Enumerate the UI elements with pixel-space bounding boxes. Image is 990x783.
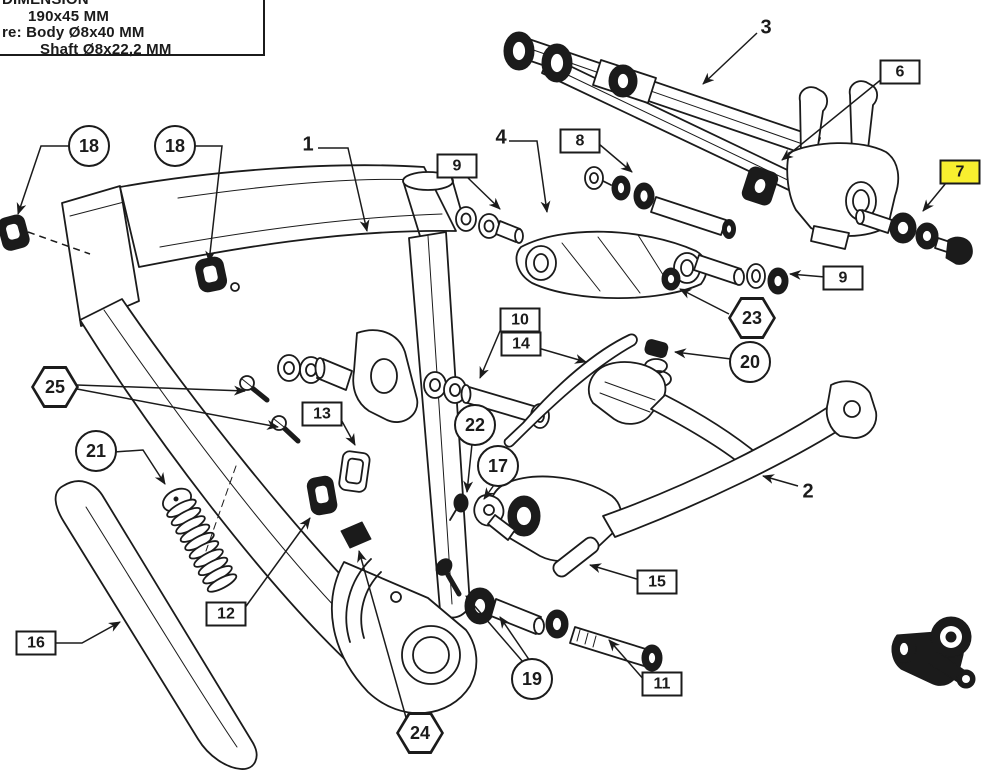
shock-mount-hardware (277, 354, 467, 404)
callout-9-upper[interactable]: 9 (436, 153, 478, 179)
callout-6[interactable]: 6 (879, 59, 921, 85)
leader-19-b (499, 616, 531, 662)
leader-23 (679, 288, 730, 315)
shock-hardware-7 (855, 209, 973, 265)
callout-13[interactable]: 13 (301, 401, 343, 427)
callout-18-right[interactable]: 18 (154, 125, 196, 167)
leader-7 (922, 182, 947, 212)
leader-25-a (76, 384, 246, 396)
leader-6 (781, 77, 884, 161)
leader-4 (509, 140, 551, 213)
leader-25-b (76, 388, 279, 430)
frame-bolts-25 (239, 375, 301, 444)
callout-14[interactable]: 14 (500, 331, 542, 357)
chain-guide-assembly (891, 616, 976, 689)
leader-19-a (465, 595, 524, 663)
leader-20 (674, 348, 732, 360)
leader-14 (537, 347, 587, 364)
seatstay-assembly-3 (503, 31, 833, 193)
callout-1[interactable]: 1 (302, 133, 314, 156)
frame-pad-15 (552, 536, 600, 578)
chainstay-protector-16 (54, 480, 258, 770)
callout-10[interactable]: 10 (499, 307, 541, 333)
link-assembly-4 (455, 206, 789, 300)
pivot-hardware-8 (584, 166, 736, 239)
shock-spec-box: DIMENSION 190x45 MM re: Body Ø8x40 MM Sh… (0, 0, 265, 58)
leader-16 (53, 621, 121, 644)
callout-4[interactable]: 4 (495, 126, 507, 149)
frame-front-triangle (61, 164, 478, 714)
cable-clips-and-ports (0, 214, 371, 516)
leader-11 (608, 639, 646, 682)
leader-8 (598, 143, 633, 173)
leader-9-upper (466, 176, 501, 210)
callout-20[interactable]: 20 (729, 341, 771, 383)
callout-18-left[interactable]: 18 (68, 125, 110, 167)
callout-12[interactable]: 12 (205, 601, 247, 627)
leader-10 (479, 323, 504, 379)
clamp-head-arm-20 (587, 339, 761, 471)
flip-chip-17-22 (449, 493, 516, 541)
spec-line-2: 190x45 MM (28, 7, 110, 25)
leader-17 (483, 484, 495, 500)
leader-9-lower (789, 269, 826, 280)
spec-line-4: Shaft Ø8x22,2 MM (40, 40, 172, 58)
leader-24 (357, 550, 408, 722)
callout-25-label: 25 (44, 376, 66, 397)
callout-24-label: 24 (409, 722, 431, 743)
leader-15 (589, 563, 641, 581)
rocker-arm-14 (503, 333, 638, 448)
leader-18-left (16, 145, 70, 215)
leader-22 (463, 443, 474, 493)
callout-9-lower[interactable]: 9 (822, 265, 864, 291)
spec-line-1: DIMENSION (0, 0, 263, 9)
leader-12 (243, 517, 311, 610)
spec-line-3: re: Body Ø8x40 MM (2, 24, 145, 41)
callout-22[interactable]: 22 (454, 404, 496, 446)
leader-21 (113, 449, 166, 485)
callout-15[interactable]: 15 (636, 569, 678, 595)
callout-17[interactable]: 17 (477, 445, 519, 487)
callout-16[interactable]: 16 (15, 630, 57, 656)
callout-7-highlighted[interactable]: 7 (939, 159, 981, 185)
callout-19[interactable]: 19 (511, 658, 553, 700)
leader-2 (762, 474, 799, 487)
callout-23-label: 23 (741, 307, 763, 328)
spring-21 (162, 465, 238, 593)
leader-18-left-dashed (27, 231, 91, 255)
leader-1 (318, 147, 370, 232)
callout-21[interactable]: 21 (75, 430, 117, 472)
leader-18-right (194, 145, 223, 263)
callout-3[interactable]: 3 (760, 16, 772, 39)
leader-lines (16, 32, 947, 722)
leader-3 (702, 32, 758, 85)
callout-11[interactable]: 11 (641, 671, 683, 697)
callout-2[interactable]: 2 (802, 480, 814, 503)
callout-8[interactable]: 8 (559, 128, 601, 154)
